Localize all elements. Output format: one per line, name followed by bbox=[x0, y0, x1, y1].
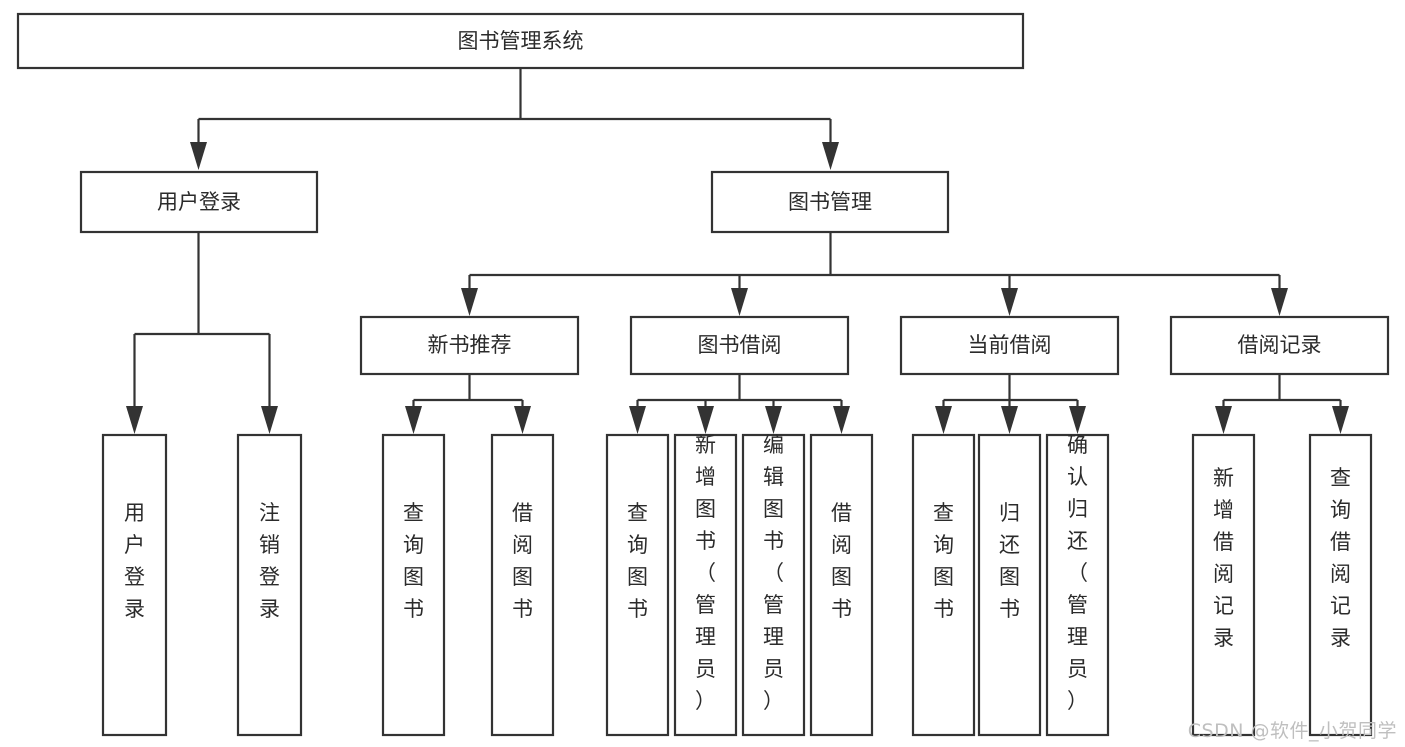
node-label-leaf-logout: 注销登录 bbox=[259, 501, 280, 621]
node-label-root: 图书管理系统 bbox=[458, 29, 584, 53]
connector-layer bbox=[126, 69, 1349, 434]
node-box-leaf-user-login[interactable] bbox=[101, 433, 168, 737]
node-box-leaf-logout[interactable] bbox=[236, 433, 303, 737]
node-book-management[interactable]: 图书管理 bbox=[710, 170, 950, 234]
node-leaf-add-book[interactable]: 新增图书（管理员） bbox=[673, 433, 738, 737]
node-label-book-borrow: 图书借阅 bbox=[698, 333, 782, 357]
node-box-new-book-recommend[interactable] bbox=[359, 315, 580, 376]
arrow-to-add-book bbox=[697, 406, 714, 434]
node-box-leaf-edit-book[interactable] bbox=[741, 433, 806, 737]
arrow-to-query-borrow-record bbox=[1332, 406, 1349, 434]
arrow-to-leaf-logout bbox=[261, 406, 278, 434]
node-label-leaf-query-book-a: 查询图书 bbox=[403, 501, 424, 621]
node-label-leaf-query-book-c: 查询图书 bbox=[933, 501, 954, 621]
node-box-book-borrow[interactable] bbox=[629, 315, 850, 376]
node-leaf-query-book-a[interactable]: 查询图书 bbox=[381, 433, 446, 737]
node-box-leaf-add-book[interactable] bbox=[673, 433, 738, 737]
arrow-to-new-book-rec bbox=[461, 288, 478, 316]
node-label-leaf-user-login: 用户登录 bbox=[124, 501, 145, 621]
node-box-root[interactable] bbox=[16, 12, 1025, 70]
node-label-leaf-add-borrow-record: 新增借阅记录 bbox=[1213, 466, 1234, 650]
arrow-to-confirm-return bbox=[1069, 406, 1086, 434]
node-leaf-edit-book[interactable]: 编辑图书（管理员） bbox=[741, 433, 806, 737]
node-box-leaf-query-book-b[interactable] bbox=[605, 433, 670, 737]
node-box-leaf-query-book-a[interactable] bbox=[381, 433, 446, 737]
arrow-to-query-book-b bbox=[629, 406, 646, 434]
arrow-to-book-mgmt bbox=[822, 142, 839, 170]
node-leaf-confirm-return[interactable]: 确认归还（管理员） bbox=[1045, 433, 1110, 737]
node-box-leaf-borrow-book-a[interactable] bbox=[490, 433, 555, 737]
node-label-leaf-borrow-book-a: 借阅图书 bbox=[512, 501, 533, 621]
arrow-to-return-book bbox=[1001, 406, 1018, 434]
node-leaf-return-book[interactable]: 归还图书 bbox=[977, 433, 1042, 737]
node-box-leaf-borrow-book-b[interactable] bbox=[809, 433, 874, 737]
node-label-borrow-record: 借阅记录 bbox=[1238, 333, 1322, 357]
arrow-to-borrow-book-a bbox=[514, 406, 531, 434]
node-leaf-borrow-book-b[interactable]: 借阅图书 bbox=[809, 433, 874, 737]
arrow-to-query-book-c bbox=[935, 406, 952, 434]
node-label-user-login: 用户登录 bbox=[157, 190, 241, 214]
node-user-login[interactable]: 用户登录 bbox=[79, 170, 319, 234]
arrow-to-current-borrow bbox=[1001, 288, 1018, 316]
node-book-borrow[interactable]: 图书借阅 bbox=[629, 315, 850, 376]
arrow-to-book-borrow bbox=[731, 288, 748, 316]
node-label-leaf-return-book: 归还图书 bbox=[999, 501, 1020, 621]
node-box-leaf-confirm-return[interactable] bbox=[1045, 433, 1110, 737]
node-box-leaf-query-borrow-record[interactable] bbox=[1308, 433, 1373, 737]
node-current-borrow[interactable]: 当前借阅 bbox=[899, 315, 1120, 376]
arrow-to-edit-book bbox=[765, 406, 782, 434]
node-leaf-query-book-c[interactable]: 查询图书 bbox=[911, 433, 976, 737]
node-box-current-borrow[interactable] bbox=[899, 315, 1120, 376]
node-leaf-borrow-book-a[interactable]: 借阅图书 bbox=[490, 433, 555, 737]
node-box-leaf-return-book[interactable] bbox=[977, 433, 1042, 737]
node-box-user-login[interactable] bbox=[79, 170, 319, 234]
node-label-book-management: 图书管理 bbox=[788, 190, 872, 214]
node-box-leaf-add-borrow-record[interactable] bbox=[1191, 433, 1256, 737]
arrow-to-borrow-book-b bbox=[833, 406, 850, 434]
arrow-to-query-book-a bbox=[405, 406, 422, 434]
node-leaf-query-borrow-record[interactable]: 查询借阅记录 bbox=[1308, 433, 1373, 737]
node-leaf-logout[interactable]: 注销登录 bbox=[236, 433, 303, 737]
node-label-leaf-edit-book: 编辑图书（管理员） bbox=[763, 433, 784, 713]
arrow-to-borrow-record bbox=[1271, 288, 1288, 316]
arrow-to-leaf-user-login bbox=[126, 406, 143, 434]
node-label-leaf-borrow-book-b: 借阅图书 bbox=[831, 501, 852, 621]
node-box-borrow-record[interactable] bbox=[1169, 315, 1390, 376]
arrow-to-add-borrow-record bbox=[1215, 406, 1232, 434]
node-label-new-book-recommend: 新书推荐 bbox=[428, 333, 512, 357]
node-label-leaf-confirm-return: 确认归还（管理员） bbox=[1067, 433, 1088, 713]
node-box-book-management[interactable] bbox=[710, 170, 950, 234]
node-box-leaf-query-book-c[interactable] bbox=[911, 433, 976, 737]
node-leaf-user-login[interactable]: 用户登录 bbox=[101, 433, 168, 737]
node-label-leaf-query-book-b: 查询图书 bbox=[627, 501, 648, 621]
arrow-to-user-login bbox=[190, 142, 207, 170]
node-label-leaf-query-borrow-record: 查询借阅记录 bbox=[1330, 466, 1351, 650]
node-label-current-borrow: 当前借阅 bbox=[968, 333, 1052, 357]
node-root-system[interactable]: 图书管理系统 bbox=[16, 12, 1025, 70]
node-leaf-query-book-b[interactable]: 查询图书 bbox=[605, 433, 670, 737]
node-new-book-recommend[interactable]: 新书推荐 bbox=[359, 315, 580, 376]
node-label-leaf-add-book: 新增图书（管理员） bbox=[695, 433, 716, 713]
node-leaf-add-borrow-record[interactable]: 新增借阅记录 bbox=[1191, 433, 1256, 737]
node-borrow-record[interactable]: 借阅记录 bbox=[1169, 315, 1390, 376]
